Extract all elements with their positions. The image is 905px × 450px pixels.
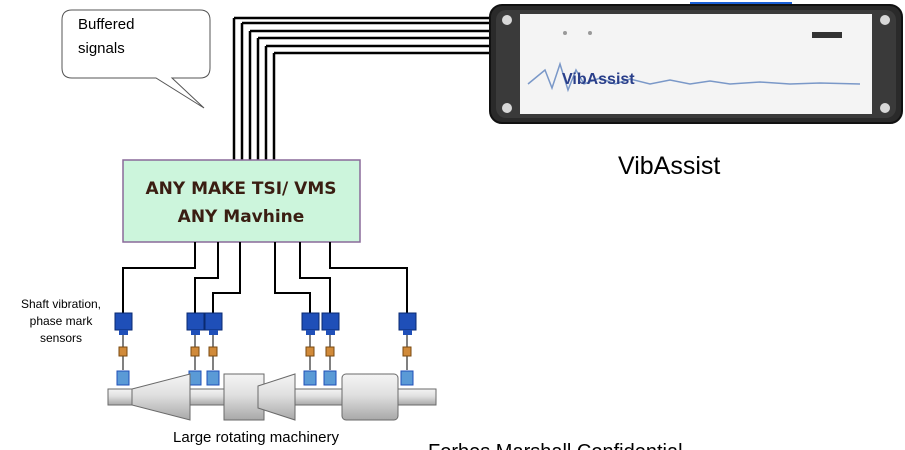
sensor-probe <box>322 313 339 385</box>
sensors-label-line1: Shaft vibration, <box>21 297 101 311</box>
footer-confidential: Forbes Marshall Confidential <box>428 441 683 450</box>
vibassist-device: VibAssist <box>490 5 902 123</box>
compressor-stage <box>132 374 190 420</box>
machinery-label: Large rotating machinery <box>173 429 339 446</box>
sensor-probe <box>399 313 416 385</box>
brand-mark-icon <box>812 32 842 38</box>
buffered-signals-callout: Buffered signals <box>62 10 210 108</box>
screw-icon <box>880 103 890 113</box>
screw-icon <box>502 15 512 25</box>
sensors-label: Shaft vibration, phase mark sensors <box>21 297 101 345</box>
screw-icon <box>880 15 890 25</box>
sensors-label-line3: sensors <box>40 331 82 345</box>
sensor-probe <box>302 313 319 385</box>
screw-icon <box>502 103 512 113</box>
signal-bus <box>234 18 502 160</box>
generator <box>342 374 398 420</box>
device-screen-logo: VibAssist <box>562 71 635 88</box>
callout-line2: signals <box>78 40 125 57</box>
sensor-probe <box>115 313 132 385</box>
sensors-label-line2: phase mark <box>30 314 94 328</box>
rotating-machinery <box>108 374 436 420</box>
device-name-label: VibAssist <box>618 152 720 180</box>
sensor-wiring <box>123 242 407 314</box>
box-line1: ANY MAKE TSI/ VMS <box>145 179 336 199</box>
device-front-panel <box>520 14 872 114</box>
callout-line1: Buffered <box>78 16 134 33</box>
box-line2: ANY Mavhine <box>178 207 305 227</box>
sensor-probe <box>205 313 222 385</box>
tsi-vms-box: ANY MAKE TSI/ VMS ANY Mavhine <box>123 160 360 242</box>
